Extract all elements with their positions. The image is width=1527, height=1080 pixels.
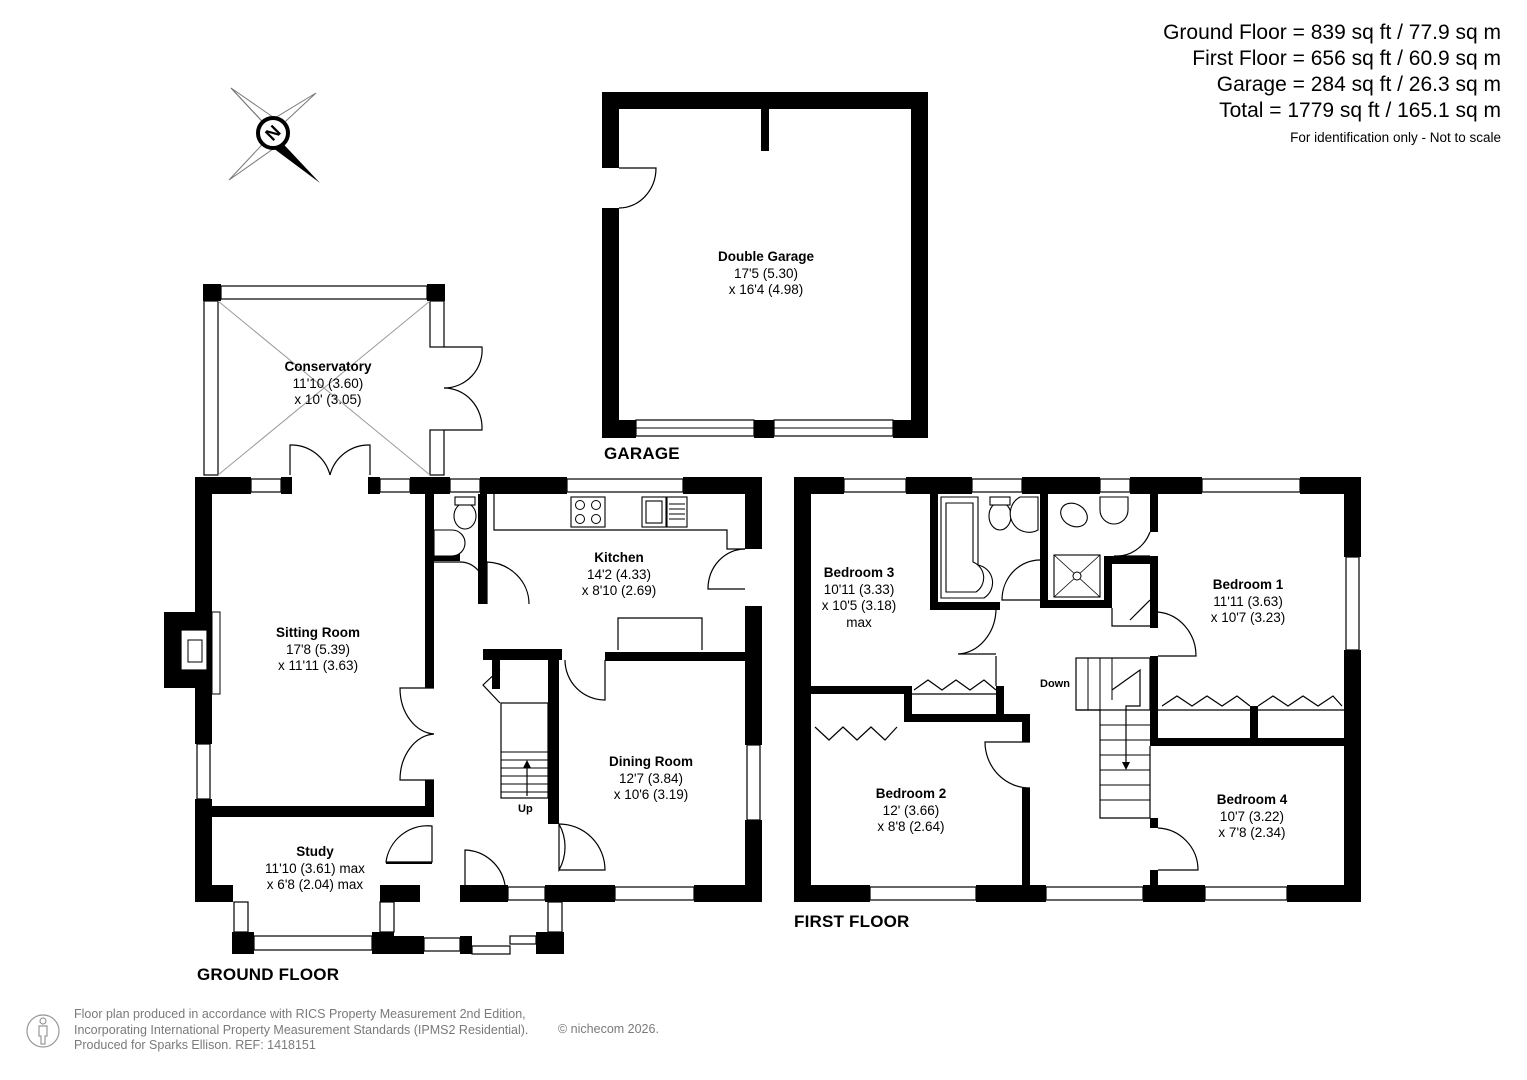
- room-dimension: 14'2 (4.33): [586, 566, 652, 582]
- room-name: Double Garage: [717, 249, 815, 264]
- room-dimension: 17'5 (5.30): [733, 265, 799, 281]
- room-dining-room: Dining Room 12'7 (3.84) x 10'6 (3.19): [609, 754, 693, 804]
- room-sitting-room: Sitting Room 17'8 (5.39) x 11'11 (3.63): [276, 625, 360, 675]
- footer-line: Produced for Sparks Ellison. REF: 141815…: [74, 1038, 316, 1052]
- room-name: Sitting Room: [276, 625, 360, 640]
- room-kitchen: Kitchen 14'2 (4.33) x 8'10 (2.69): [582, 550, 657, 600]
- room-dimension: x 10'6 (3.19): [613, 787, 689, 802]
- room-name: Bedroom 1: [1212, 577, 1284, 592]
- ground-floor-plan: [164, 477, 762, 955]
- room-dimension: 12' (3.66): [882, 802, 940, 818]
- conservatory-plan: [203, 284, 483, 476]
- room-dimension: x 7'8 (2.34): [1218, 825, 1286, 840]
- room-double-garage: Double Garage 17'5 (5.30) x 16'4 (4.98): [718, 249, 814, 299]
- first-floor-label: FIRST FLOOR: [794, 912, 910, 931]
- room-dimension: 11'10 (3.61) max: [265, 860, 365, 876]
- room-name: Bedroom 4: [1216, 792, 1288, 807]
- room-bedroom-2: Bedroom 2 12' (3.66) x 8'8 (2.64): [876, 786, 947, 836]
- footer-line: Incorporating International Property Mea…: [74, 1022, 529, 1037]
- room-study: Study 11'10 (3.61) max x 6'8 (2.04) max: [265, 844, 365, 894]
- room-dimension: max: [846, 614, 872, 630]
- footer-copyright: © nichecom 2026.: [558, 1022, 659, 1036]
- first-floor-plan: [794, 477, 1361, 902]
- room-dimension: x 11'11 (3.63): [277, 658, 359, 673]
- room-conservatory: Conservatory 11'10 (3.60) x 10' (3.05): [284, 359, 371, 409]
- room-dimension: x 8'8 (2.64): [877, 819, 945, 834]
- room-dimension: 12'7 (3.84): [618, 770, 684, 786]
- room-name: Study: [296, 844, 334, 859]
- ground-floor-area: Ground Floor = 839 sq ft / 77.9 sq m: [1163, 21, 1501, 44]
- room-dimension: x 10' (3.05): [294, 392, 362, 407]
- room-bedroom-1: Bedroom 1 11'11 (3.63) x 10'7 (3.23): [1211, 577, 1286, 627]
- footer-line: Floor plan produced in accordance with R…: [74, 1007, 526, 1021]
- room-dimension: 17'8 (5.39): [285, 641, 351, 657]
- first-floor-area: First Floor = 656 sq ft / 60.9 sq m: [1192, 47, 1501, 70]
- room-name: Kitchen: [594, 550, 644, 565]
- room-dimension: x 8'10 (2.69): [581, 583, 657, 598]
- garage-area: Garage = 284 sq ft / 26.3 sq m: [1216, 73, 1501, 96]
- person-icon: [26, 1014, 60, 1048]
- room-name: Conservatory: [284, 359, 372, 374]
- room-dimension: x 10'5 (3.18): [821, 598, 897, 613]
- room-dimension: x 6'8 (2.04) max: [266, 877, 364, 892]
- room-dimension: 10'11 (3.33): [823, 581, 895, 597]
- room-bedroom-3: Bedroom 3 10'11 (3.33) x 10'5 (3.18) max: [822, 565, 897, 631]
- room-dimension: 11'10 (3.60): [292, 375, 364, 391]
- room-dimension: 10'7 (3.22): [1219, 808, 1285, 824]
- room-name: Dining Room: [609, 754, 693, 769]
- footer-disclaimer: Floor plan produced in accordance with R…: [74, 1007, 528, 1054]
- garage-floor-label: GARAGE: [604, 444, 680, 463]
- area-summary: Ground Floor = 839 sq ft / 77.9 sq m Fir…: [1163, 20, 1501, 145]
- stairs-up-label: Up: [518, 803, 533, 815]
- room-name: Bedroom 3: [823, 565, 895, 580]
- compass-icon: N: [228, 87, 320, 183]
- garage-plan: [602, 92, 928, 438]
- scale-note: For identification only - Not to scale: [1290, 130, 1501, 145]
- room-dimension: x 16'4 (4.98): [728, 282, 804, 297]
- stairs-down-label: Down: [1040, 678, 1070, 690]
- ground-floor-label: GROUND FLOOR: [197, 965, 340, 984]
- room-bedroom-4: Bedroom 4 10'7 (3.22) x 7'8 (2.34): [1217, 792, 1288, 842]
- room-dimension: x 10'7 (3.23): [1210, 610, 1286, 625]
- room-dimension: 11'11 (3.63): [1213, 593, 1283, 609]
- room-name: Bedroom 2: [875, 786, 947, 801]
- total-area: Total = 1779 sq ft / 165.1 sq m: [1219, 99, 1501, 122]
